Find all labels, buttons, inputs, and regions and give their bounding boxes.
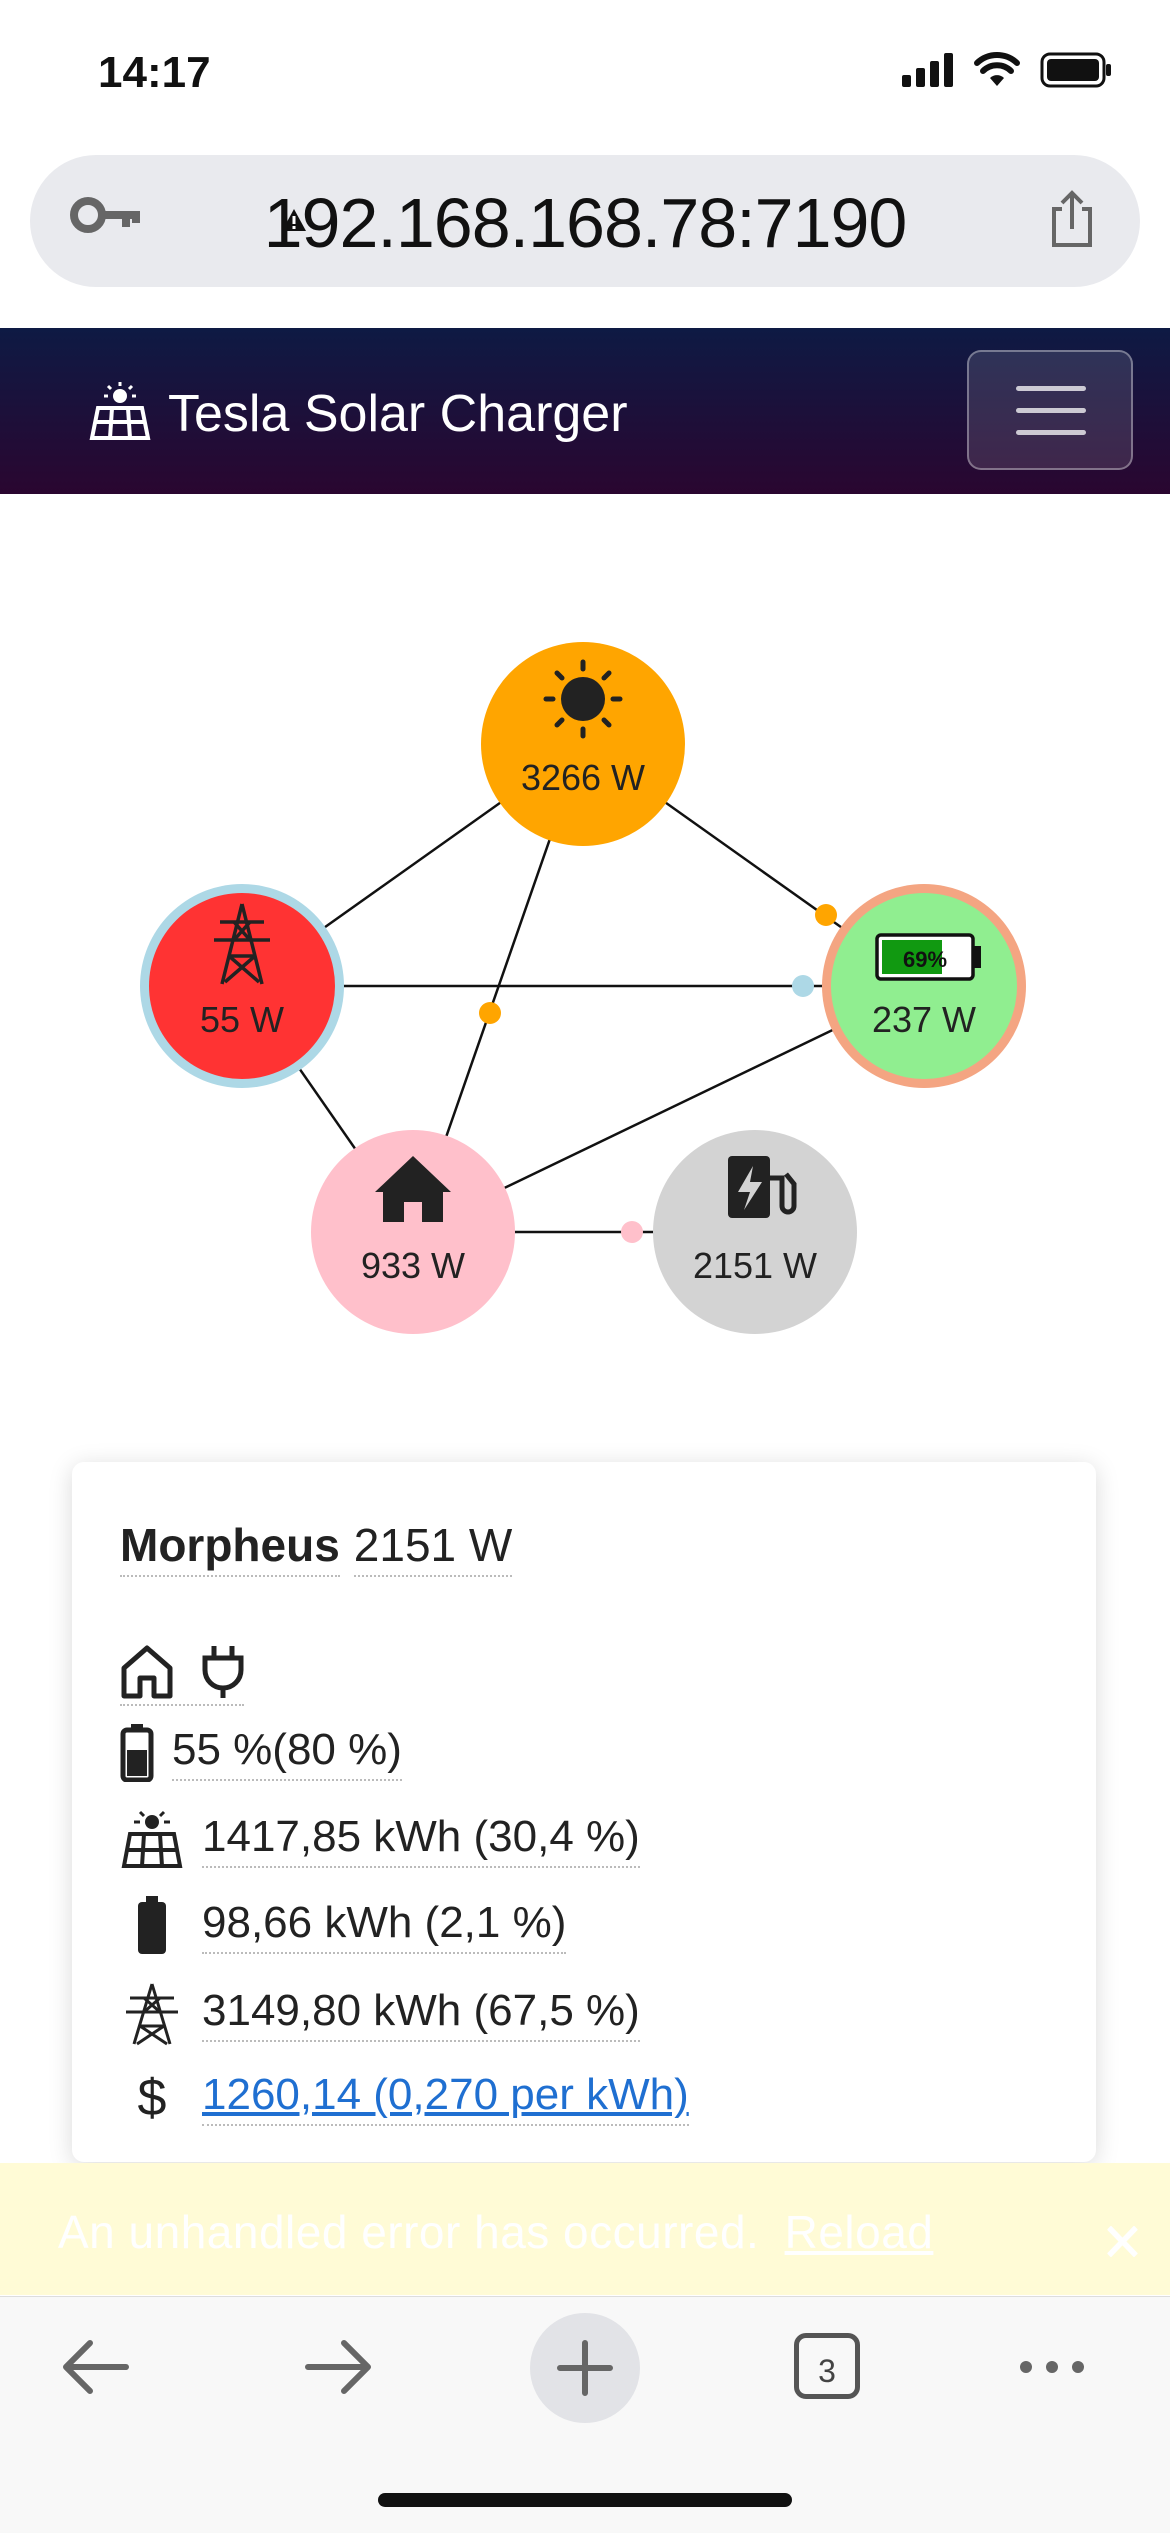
error-message: An unhandled error has occurred.: [58, 2206, 760, 2258]
location-icons: [120, 1644, 244, 1706]
key-icon[interactable]: [70, 193, 142, 237]
tabs-button[interactable]: 3: [794, 2333, 860, 2399]
charging-location-row: [120, 1644, 244, 1706]
solar-panel-icon: [89, 382, 151, 440]
url-text[interactable]: 192.168.168.78:7190: [263, 184, 908, 262]
soc-row: 55 %(80 %): [120, 1724, 402, 1782]
solar-node[interactable]: 3266 W: [481, 642, 685, 846]
battery-node-circle: [831, 893, 1017, 1079]
power-flow-diagram: 3266 W 55 W 69% 237 W 933 W: [140, 642, 1026, 1334]
menu-bar-line: [1016, 386, 1086, 391]
home-power-label: 933 W: [361, 1245, 465, 1286]
reload-link[interactable]: Reload: [784, 2206, 934, 2258]
soc-value: 55 %(80 %): [172, 1725, 402, 1781]
house-icon: [375, 1156, 451, 1222]
battery-vertical-icon: [120, 1724, 154, 1782]
share-icon[interactable]: [1044, 187, 1100, 251]
status-bar: 14:17: [0, 0, 1170, 150]
dollar-icon: $: [137, 2069, 167, 2127]
car-node[interactable]: 2151 W: [653, 1130, 857, 1334]
grid-node-circle: [149, 893, 335, 1079]
battery-energy-value: 98,66 kWh (2,1 %): [202, 1898, 567, 1954]
warning-icon: [282, 209, 306, 231]
battery-status-icon: [1040, 52, 1111, 88]
sun-icon: [543, 659, 623, 739]
plug-icon: [202, 1646, 244, 1698]
car-power-label: 2151 W: [693, 1245, 817, 1286]
brand[interactable]: Tesla Solar Charger: [88, 382, 628, 446]
cost-link[interactable]: 1260,14 (0,270 per kWh): [202, 2070, 689, 2126]
solar-energy-row: 1417,85 kWh (30,4 %): [120, 1810, 640, 1870]
navbar: Tesla Solar Charger: [0, 328, 1170, 494]
battery-node[interactable]: 69% 237 W: [822, 884, 1026, 1088]
battery-power-label: 237 W: [872, 999, 976, 1040]
solar-panel-small-icon: [121, 1810, 183, 1868]
new-tab-button[interactable]: [530, 2313, 640, 2423]
battery-icon: 69%: [875, 933, 981, 981]
solar-energy-value: 1417,85 kWh (30,4 %): [202, 1812, 640, 1868]
menu-bar-line: [1016, 430, 1086, 435]
solar-power-label: 3266 W: [521, 757, 645, 798]
flow-dot-solar: [815, 904, 837, 926]
status-time: 14:17: [98, 48, 211, 97]
address-bar[interactable]: 192.168.168.78:7190: [30, 155, 1140, 287]
car-name[interactable]: Morpheus: [120, 1519, 340, 1577]
grid-power-label: 55 W: [200, 999, 284, 1040]
grid-energy-value: 3149,80 kWh (67,5 %): [202, 1986, 640, 2042]
app-title: Tesla Solar Charger: [168, 385, 628, 443]
battery-energy-row: 98,66 kWh (2,1 %): [120, 1896, 567, 1956]
ev-charger-icon: [728, 1156, 797, 1218]
transmission-tower-icon: [214, 903, 270, 985]
flow-dot-grid: [792, 975, 814, 997]
cellular-signal-icon: [902, 53, 953, 87]
navbar-toggle-button[interactable]: [967, 350, 1133, 470]
wifi-icon: [974, 52, 1020, 86]
plus-icon: [557, 2340, 613, 2396]
grid-energy-row: 3149,80 kWh (67,5 %): [120, 1982, 640, 2046]
home-indicator: [378, 2493, 792, 2507]
dismiss-error-button[interactable]: 🗙: [1105, 2212, 1140, 2264]
cost-row: $ 1260,14 (0,270 per kWh): [120, 2068, 689, 2128]
solar-node-circle: [481, 642, 685, 846]
error-text: An unhandled error has occurred. Reload: [58, 2205, 933, 2259]
car-power: 2151 W: [353, 1519, 513, 1577]
grid-node[interactable]: 55 W: [140, 884, 344, 1088]
status-icons: [902, 52, 1112, 88]
home-outline-icon: [121, 1645, 173, 1699]
car-node-circle: [653, 1130, 857, 1334]
transmission-tower-small-icon: [126, 1983, 178, 2046]
battery-soc-label: 69%: [903, 947, 947, 972]
home-node-circle: [311, 1130, 515, 1334]
home-node[interactable]: 933 W: [311, 1130, 515, 1334]
menu-bar-line: [1016, 408, 1086, 413]
flow-dot-home: [621, 1221, 643, 1243]
more-options-icon[interactable]: [1016, 2357, 1088, 2377]
battery-full-icon: [138, 1896, 166, 1954]
flow-dot-solar: [479, 1002, 501, 1024]
forward-arrow-icon[interactable]: [304, 2337, 376, 2397]
error-banner: An unhandled error has occurred. Reload …: [0, 2163, 1170, 2295]
back-arrow-icon[interactable]: [58, 2337, 130, 2397]
